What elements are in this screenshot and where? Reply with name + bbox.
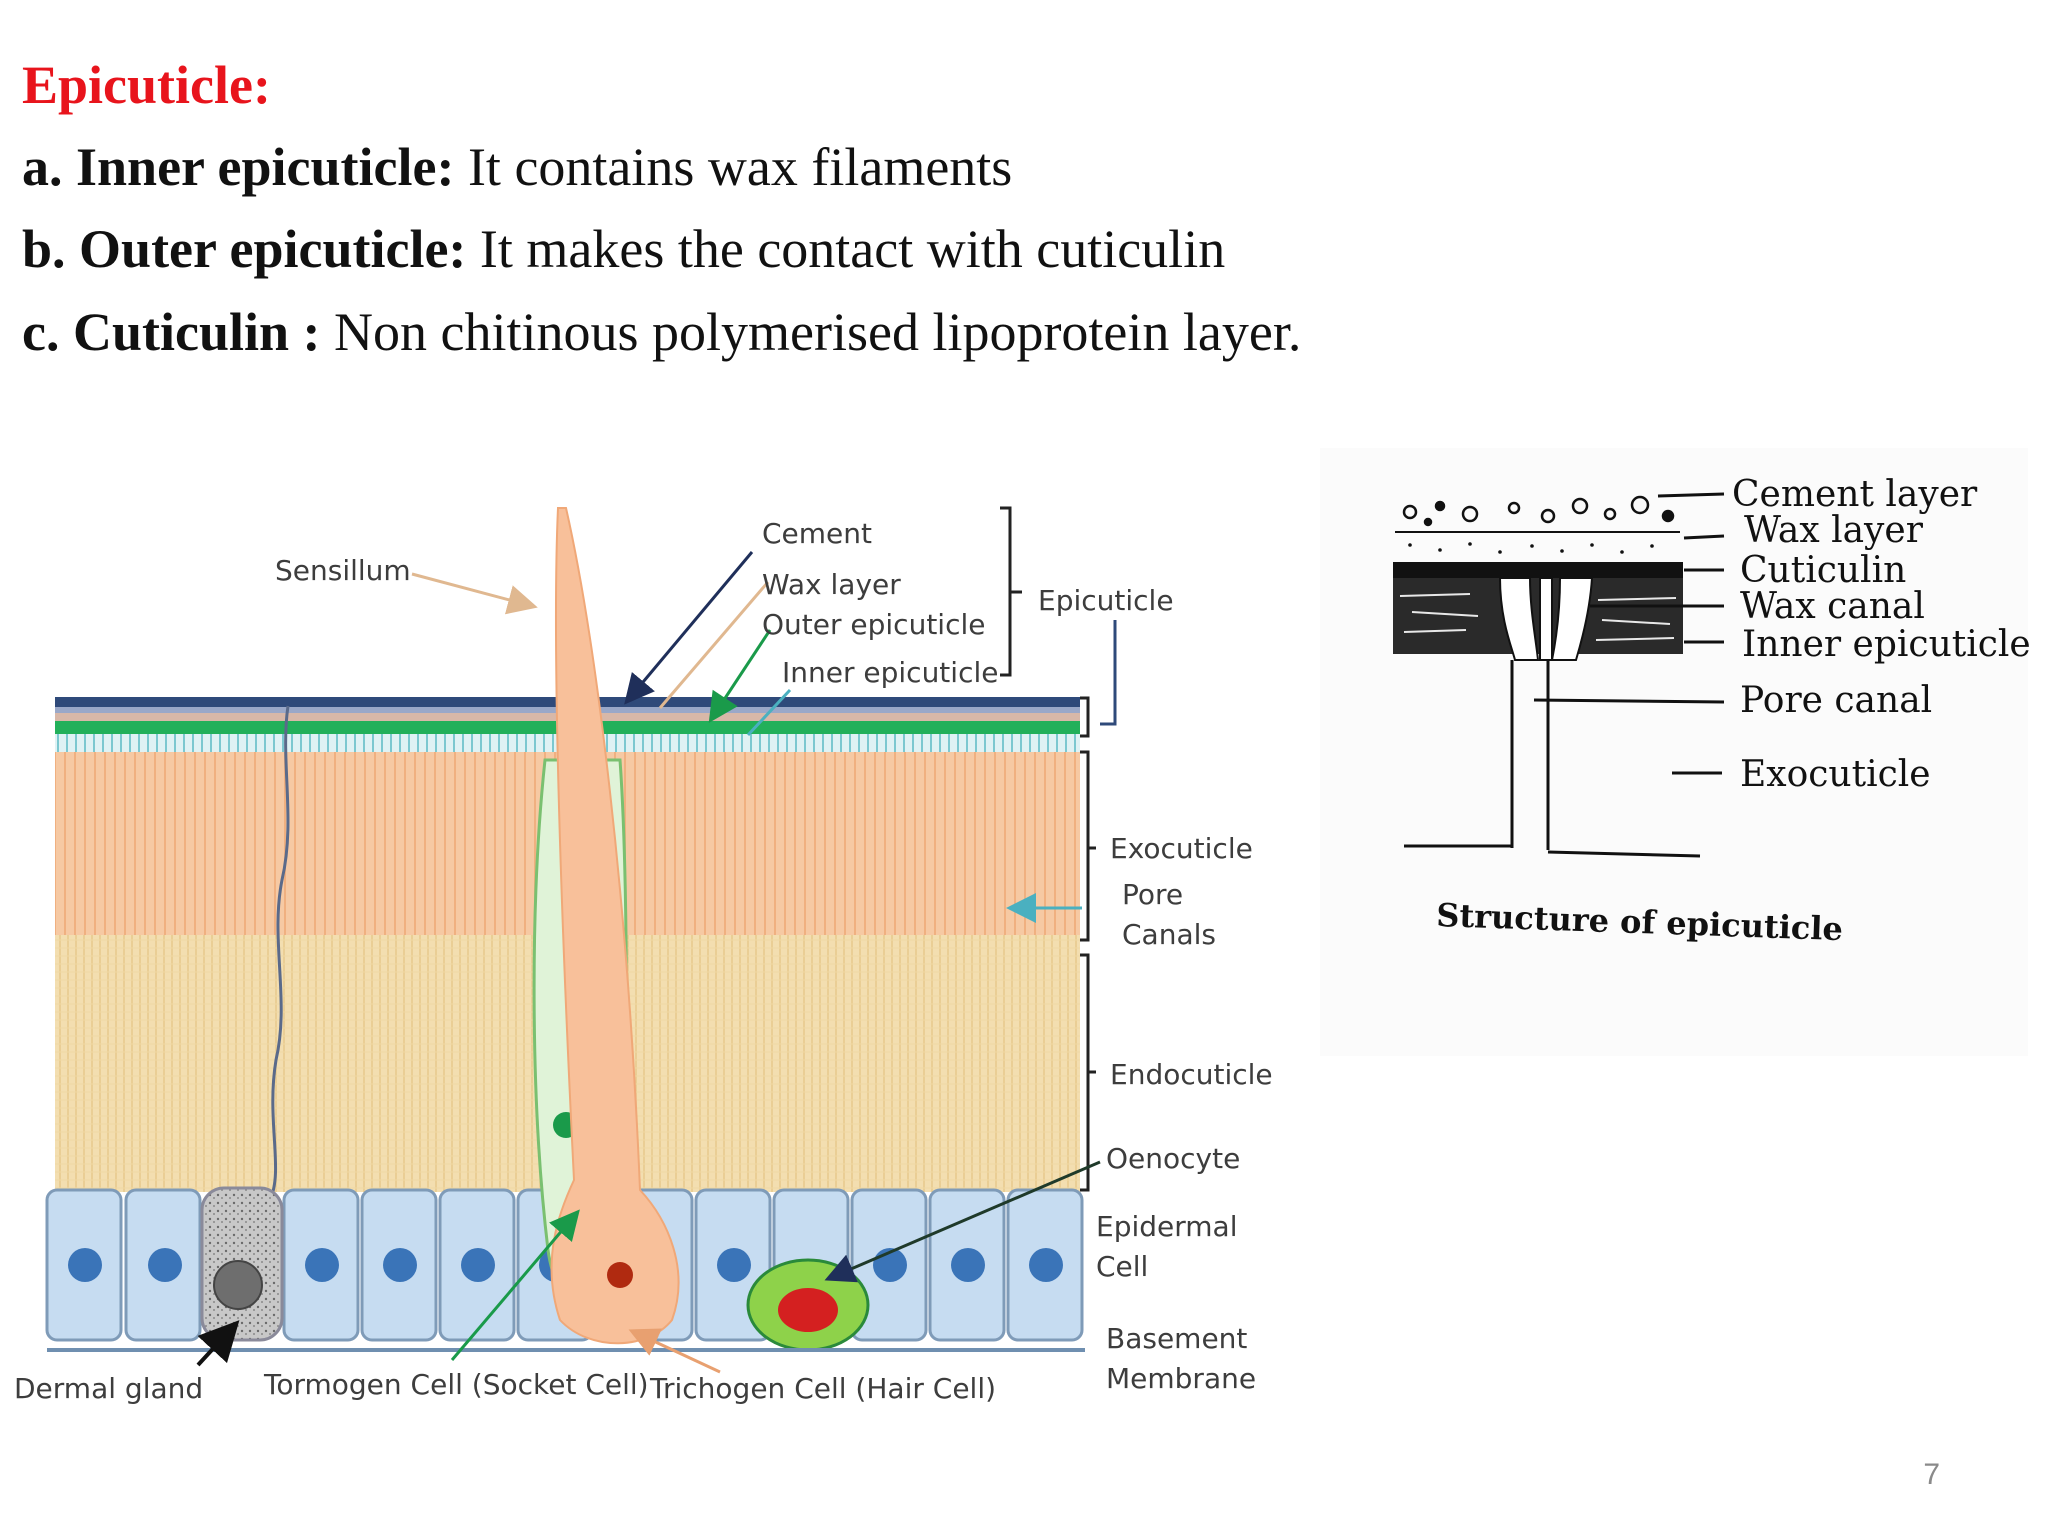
bullet-text: It contains wax filaments xyxy=(454,137,1013,197)
dermal-gland-nucleus xyxy=(213,1260,263,1310)
label-basement: Basement xyxy=(1106,1322,1247,1355)
wax-canal xyxy=(1539,577,1553,661)
label-sensillum: Sensillum xyxy=(275,554,411,587)
oenocyte-pointer xyxy=(824,1160,1101,1283)
label-inner-epicuticle: Inner epicuticle xyxy=(782,656,998,689)
trichogen-pointer xyxy=(628,1328,721,1374)
label-cuticulin: Cuticulin xyxy=(1740,550,1906,591)
label-epidermal: Epidermal xyxy=(1096,1210,1237,1243)
page-number: 7 xyxy=(1923,1458,1940,1491)
inner-epicuticle-pointer xyxy=(746,688,792,737)
bullet-outer-epicuticle: b. Outer epicuticle: It makes the contac… xyxy=(22,222,1225,276)
dermal-gland-duct xyxy=(268,705,290,1201)
bullet-inner-epicuticle: a. Inner epicuticle: It contains wax fil… xyxy=(22,140,1012,194)
label-pore-canal: Pore canal xyxy=(1740,680,1932,721)
outer-bracket-top xyxy=(1080,696,1090,738)
tormogen-pointer xyxy=(450,1209,580,1361)
bullet-cuticulin: c. Cuticulin : Non chitinous polymerised… xyxy=(22,305,1301,359)
label-trichogen-cell: Trichogen Cell (Hair Cell) xyxy=(649,1372,996,1405)
cuticle-cross-section: Sensillum Cement Wax layer Outer epicuti… xyxy=(14,506,1273,1405)
pore-canal-line xyxy=(1533,698,1725,704)
cuticulin-layer xyxy=(1393,562,1683,578)
cell-nucleus xyxy=(305,1248,339,1282)
label-cement-layer: Cement layer xyxy=(1732,474,1978,515)
wax-canal xyxy=(1550,577,1594,661)
label-inner-epicuticle-right: Inner epicuticle xyxy=(1742,624,2031,665)
label-tormogen-cell: Tormogen Cell (Socket Cell) xyxy=(263,1368,649,1401)
cell-nucleus xyxy=(461,1248,495,1282)
cell-nucleus xyxy=(951,1248,985,1282)
label-cement: Cement xyxy=(762,517,872,550)
cell-nucleus xyxy=(717,1248,751,1282)
cement-layer-granules xyxy=(1402,495,1675,527)
cell-nucleus xyxy=(148,1248,182,1282)
dermal-gland-pointer xyxy=(196,1320,240,1367)
endocuticle-bracket xyxy=(1080,953,1096,1192)
inner-epicuticle-texture xyxy=(1399,593,1677,641)
label-exocuticle: Exocuticle xyxy=(1110,832,1253,865)
label-wax-layer: Wax layer xyxy=(762,568,901,601)
label-wax-layer-right: Wax layer xyxy=(1744,510,1924,551)
pore-canal-base-right xyxy=(1547,850,1701,858)
label-oenocyte: Oenocyte xyxy=(1106,1142,1240,1175)
label-wax-canal: Wax canal xyxy=(1740,586,1925,627)
epicuticle-structure-diagram: Cement layer Wax layer Cuticulin Wax can… xyxy=(1320,448,2031,1056)
bullet-term: b. Outer epicuticle: xyxy=(22,219,467,279)
cell-nucleus xyxy=(383,1248,417,1282)
bullet-text: Non chitinous polymerised lipoprotein la… xyxy=(320,302,1302,362)
label-cell: Cell xyxy=(1096,1250,1148,1283)
wax-canal xyxy=(1498,577,1540,661)
oenocyte-nucleus xyxy=(778,1288,838,1332)
bullet-term: a. Inner epicuticle: xyxy=(22,137,455,197)
wax-layer-line xyxy=(1683,534,1725,540)
label-epicuticle: Epicuticle xyxy=(1038,584,1174,617)
label-canals: Canals xyxy=(1122,918,1216,951)
cement-pointer xyxy=(624,551,754,705)
epicuticle-bracket xyxy=(1000,506,1022,677)
cement-layer-line xyxy=(1657,492,1725,498)
label-outer-epicuticle: Outer epicuticle xyxy=(762,608,985,641)
label-dermal-gland: Dermal gland xyxy=(14,1372,203,1405)
outer-epicuticle-pointer xyxy=(708,629,772,724)
slide-heading: Epicuticle: xyxy=(22,55,271,115)
epicuticle-guide xyxy=(1100,620,1117,726)
trichogen-nucleus xyxy=(607,1262,633,1288)
wax-layer-dots xyxy=(1408,542,1654,554)
label-endocuticle: Endocuticle xyxy=(1110,1058,1273,1091)
sensillum-pointer xyxy=(411,572,538,615)
cell-nucleus xyxy=(68,1248,102,1282)
inner-epicuticle-block xyxy=(1393,578,1683,654)
cell-nucleus xyxy=(1029,1248,1063,1282)
wax-layer-pointer xyxy=(658,581,770,709)
exocuticle-bracket xyxy=(1080,750,1096,942)
scan-background xyxy=(1320,448,2028,1056)
label-pore: Pore xyxy=(1122,878,1183,911)
bullet-term: c. Cuticulin : xyxy=(22,302,321,362)
label-exocuticle-right: Exocuticle xyxy=(1740,754,1931,795)
label-membrane: Membrane xyxy=(1106,1362,1256,1395)
bullet-text: It makes the contact with cuticulin xyxy=(466,219,1226,279)
